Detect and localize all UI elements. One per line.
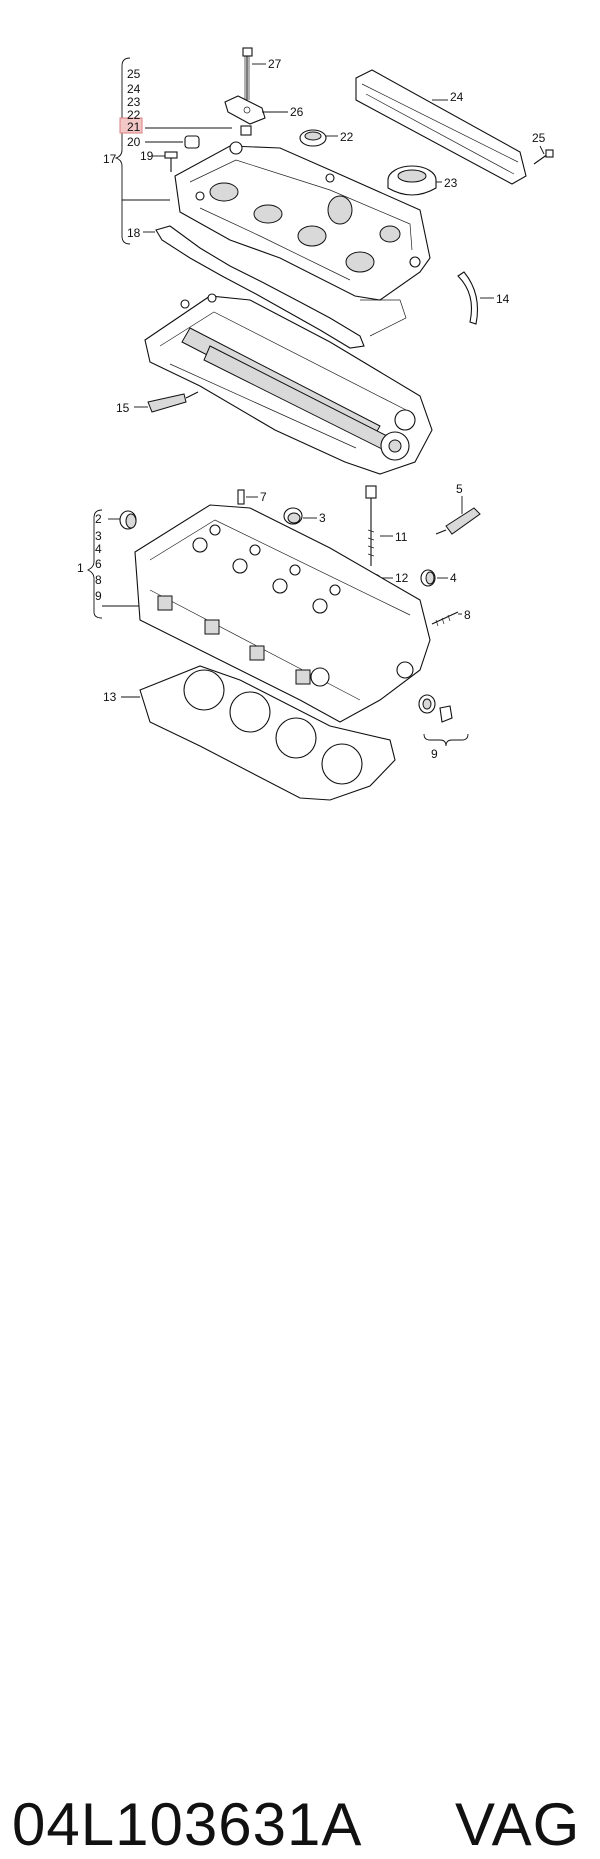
label-20: 20 [127,135,141,149]
exploded-parts-diagram: 25 24 23 22 21 20 17 19 18 27 26 22 [77,47,554,801]
bolt-27: 27 [242,47,282,100]
label-19: 19 [140,149,154,163]
plug-9: 9 [418,694,469,761]
label-25: 25 [127,67,141,81]
plug-4: 4 [420,569,457,587]
head-gasket-13: 13 [103,665,396,801]
seal-22: 22 [299,129,354,147]
pin-7: 7 [237,489,267,505]
label-27: 27 [268,57,282,71]
label-24: 24 [450,90,464,104]
g1-label-6: 6 [95,557,102,571]
label-17: 17 [103,152,117,166]
seal-14: 14 [457,271,510,325]
label-23: 23 [444,176,458,190]
label-8: 8 [464,608,471,622]
gasket-18 [155,225,407,349]
label-23: 23 [127,95,141,109]
label-22: 22 [127,108,141,122]
label-26: 26 [290,105,304,119]
g1-label-2: 2 [95,512,102,526]
label-3: 3 [319,511,326,525]
g1-label-3: 3 [95,529,102,543]
sealant-tube-15: 15 [116,391,199,415]
label-14: 14 [496,292,510,306]
brand-label: VAG [455,1791,581,1858]
plug-3: 3 [283,507,326,525]
label-22: 22 [340,130,354,144]
label-1: 1 [77,561,84,575]
part-number: 04L103631A [12,1791,363,1858]
head-bolt-11: 11 [365,485,408,566]
g1-label-9: 9 [95,589,102,603]
cylinder-head-cover [174,141,431,301]
label-12: 12 [395,571,409,585]
sealant-tube-5: 5 [435,482,481,535]
group-1-list: 2 3 4 6 8 9 1 [77,509,145,619]
label-15: 15 [116,401,130,415]
oil-cap-23: 23 [387,165,458,196]
plug-2 [119,510,137,530]
label-5: 5 [456,482,463,496]
label-25: 25 [532,131,546,145]
stud-8: 8 [431,608,471,627]
group-17-list: 25 24 23 22 21 20 17 19 18 [103,57,232,245]
label-13: 13 [103,690,117,704]
bracket-26: 26 [224,95,304,136]
cylinder-head [134,504,431,723]
bolt-19 [164,151,178,172]
g1-label-4: 4 [95,542,102,556]
g1-label-8: 8 [95,573,102,587]
label-7: 7 [260,490,267,504]
label-9-bottom: 9 [431,747,438,761]
heat-shield-24: 24 [355,69,527,185]
label-24: 24 [127,82,141,96]
bolt-25: 25 [532,131,554,165]
label-21: 21 [127,120,141,134]
label-11: 11 [395,530,408,544]
label-18: 18 [127,226,141,240]
plug-20 [184,135,200,149]
camshaft-housing [144,293,433,475]
caption-bar: 04L103631A VAG [0,892,600,1858]
highlight-21 [119,117,143,134]
label-4: 4 [450,571,457,585]
